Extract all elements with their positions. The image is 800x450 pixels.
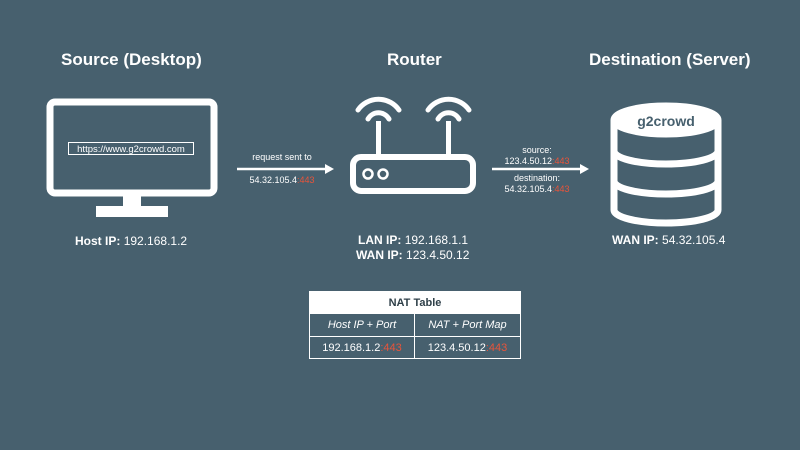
database-icon [610,102,722,227]
host-ip: Host IP: 192.168.1.2 [75,234,187,248]
arrow2-dest-label: destination: [513,173,561,183]
router-title: Router [387,50,442,69]
nat-row-nat-ip: 123.4.50.12 [427,342,486,354]
arrow1-ip: 54.32.105.4 [249,175,297,185]
lan-ip: LAN IP: 192.168.1.1 [358,233,468,247]
router-wan-ip-label: WAN IP: [356,248,403,262]
nat-row-nat-port: :443 [485,342,508,354]
arrow1-label: request sent to [252,152,312,162]
router-wan-ip-value: 123.4.50.12 [406,248,470,262]
arrow2-dest-port: :443 [552,184,570,194]
lan-ip-value: 192.168.1.1 [404,233,469,247]
database-label: g2crowd [637,113,695,129]
router-icon [350,96,476,194]
nat-table-title: NAT Table [310,292,520,314]
source-title: Source (Desktop) [61,50,202,69]
arrow2-source-address: 123.4.50.12:443 [493,156,581,166]
arrow2-source-port: :443 [552,156,570,166]
lan-ip-label: LAN IP: [358,233,402,247]
monitor-icon [46,98,218,217]
url-text: https://www.g2crowd.com [68,142,194,155]
destination-wan-ip-label: WAN IP: [612,233,659,247]
nat-col2-header: NAT + Port Map [428,319,507,331]
nat-row-nat: 123.4.50.12:443 [415,337,520,359]
nat-row-host: 192.168.1.2:443 [310,337,414,359]
arrow1-address: 54.32.105.4:443 [238,175,326,185]
arrow2-dest-ip: 54.32.105.4 [504,184,552,194]
arrow1-port: :443 [297,175,315,185]
nat-col1-header: Host IP + Port [327,319,397,331]
arrow-router-to-server [492,164,589,174]
nat-row-host-ip: 192.168.1.2 [322,342,381,354]
arrow2-source-label: source: [522,145,552,155]
arrow2-dest-address: 54.32.105.4:443 [493,184,581,194]
router-wan-ip: WAN IP: 123.4.50.12 [356,248,469,262]
nat-table: NAT Table Host IP + Port NAT + Port Map … [309,291,521,359]
arrow2-source-ip: 123.4.50.12 [504,156,552,166]
nat-table-divider-horizontal [310,336,520,337]
arrow-desktop-to-router [237,164,334,174]
destination-wan-ip: WAN IP: 54.32.105.4 [612,233,725,247]
nat-row-host-port: :443 [380,342,402,354]
destination-wan-ip-value: 54.32.105.4 [662,233,726,247]
host-ip-label: Host IP: [75,234,121,248]
destination-title: Destination (Server) [589,50,751,69]
host-ip-value: 192.168.1.2 [123,234,188,248]
